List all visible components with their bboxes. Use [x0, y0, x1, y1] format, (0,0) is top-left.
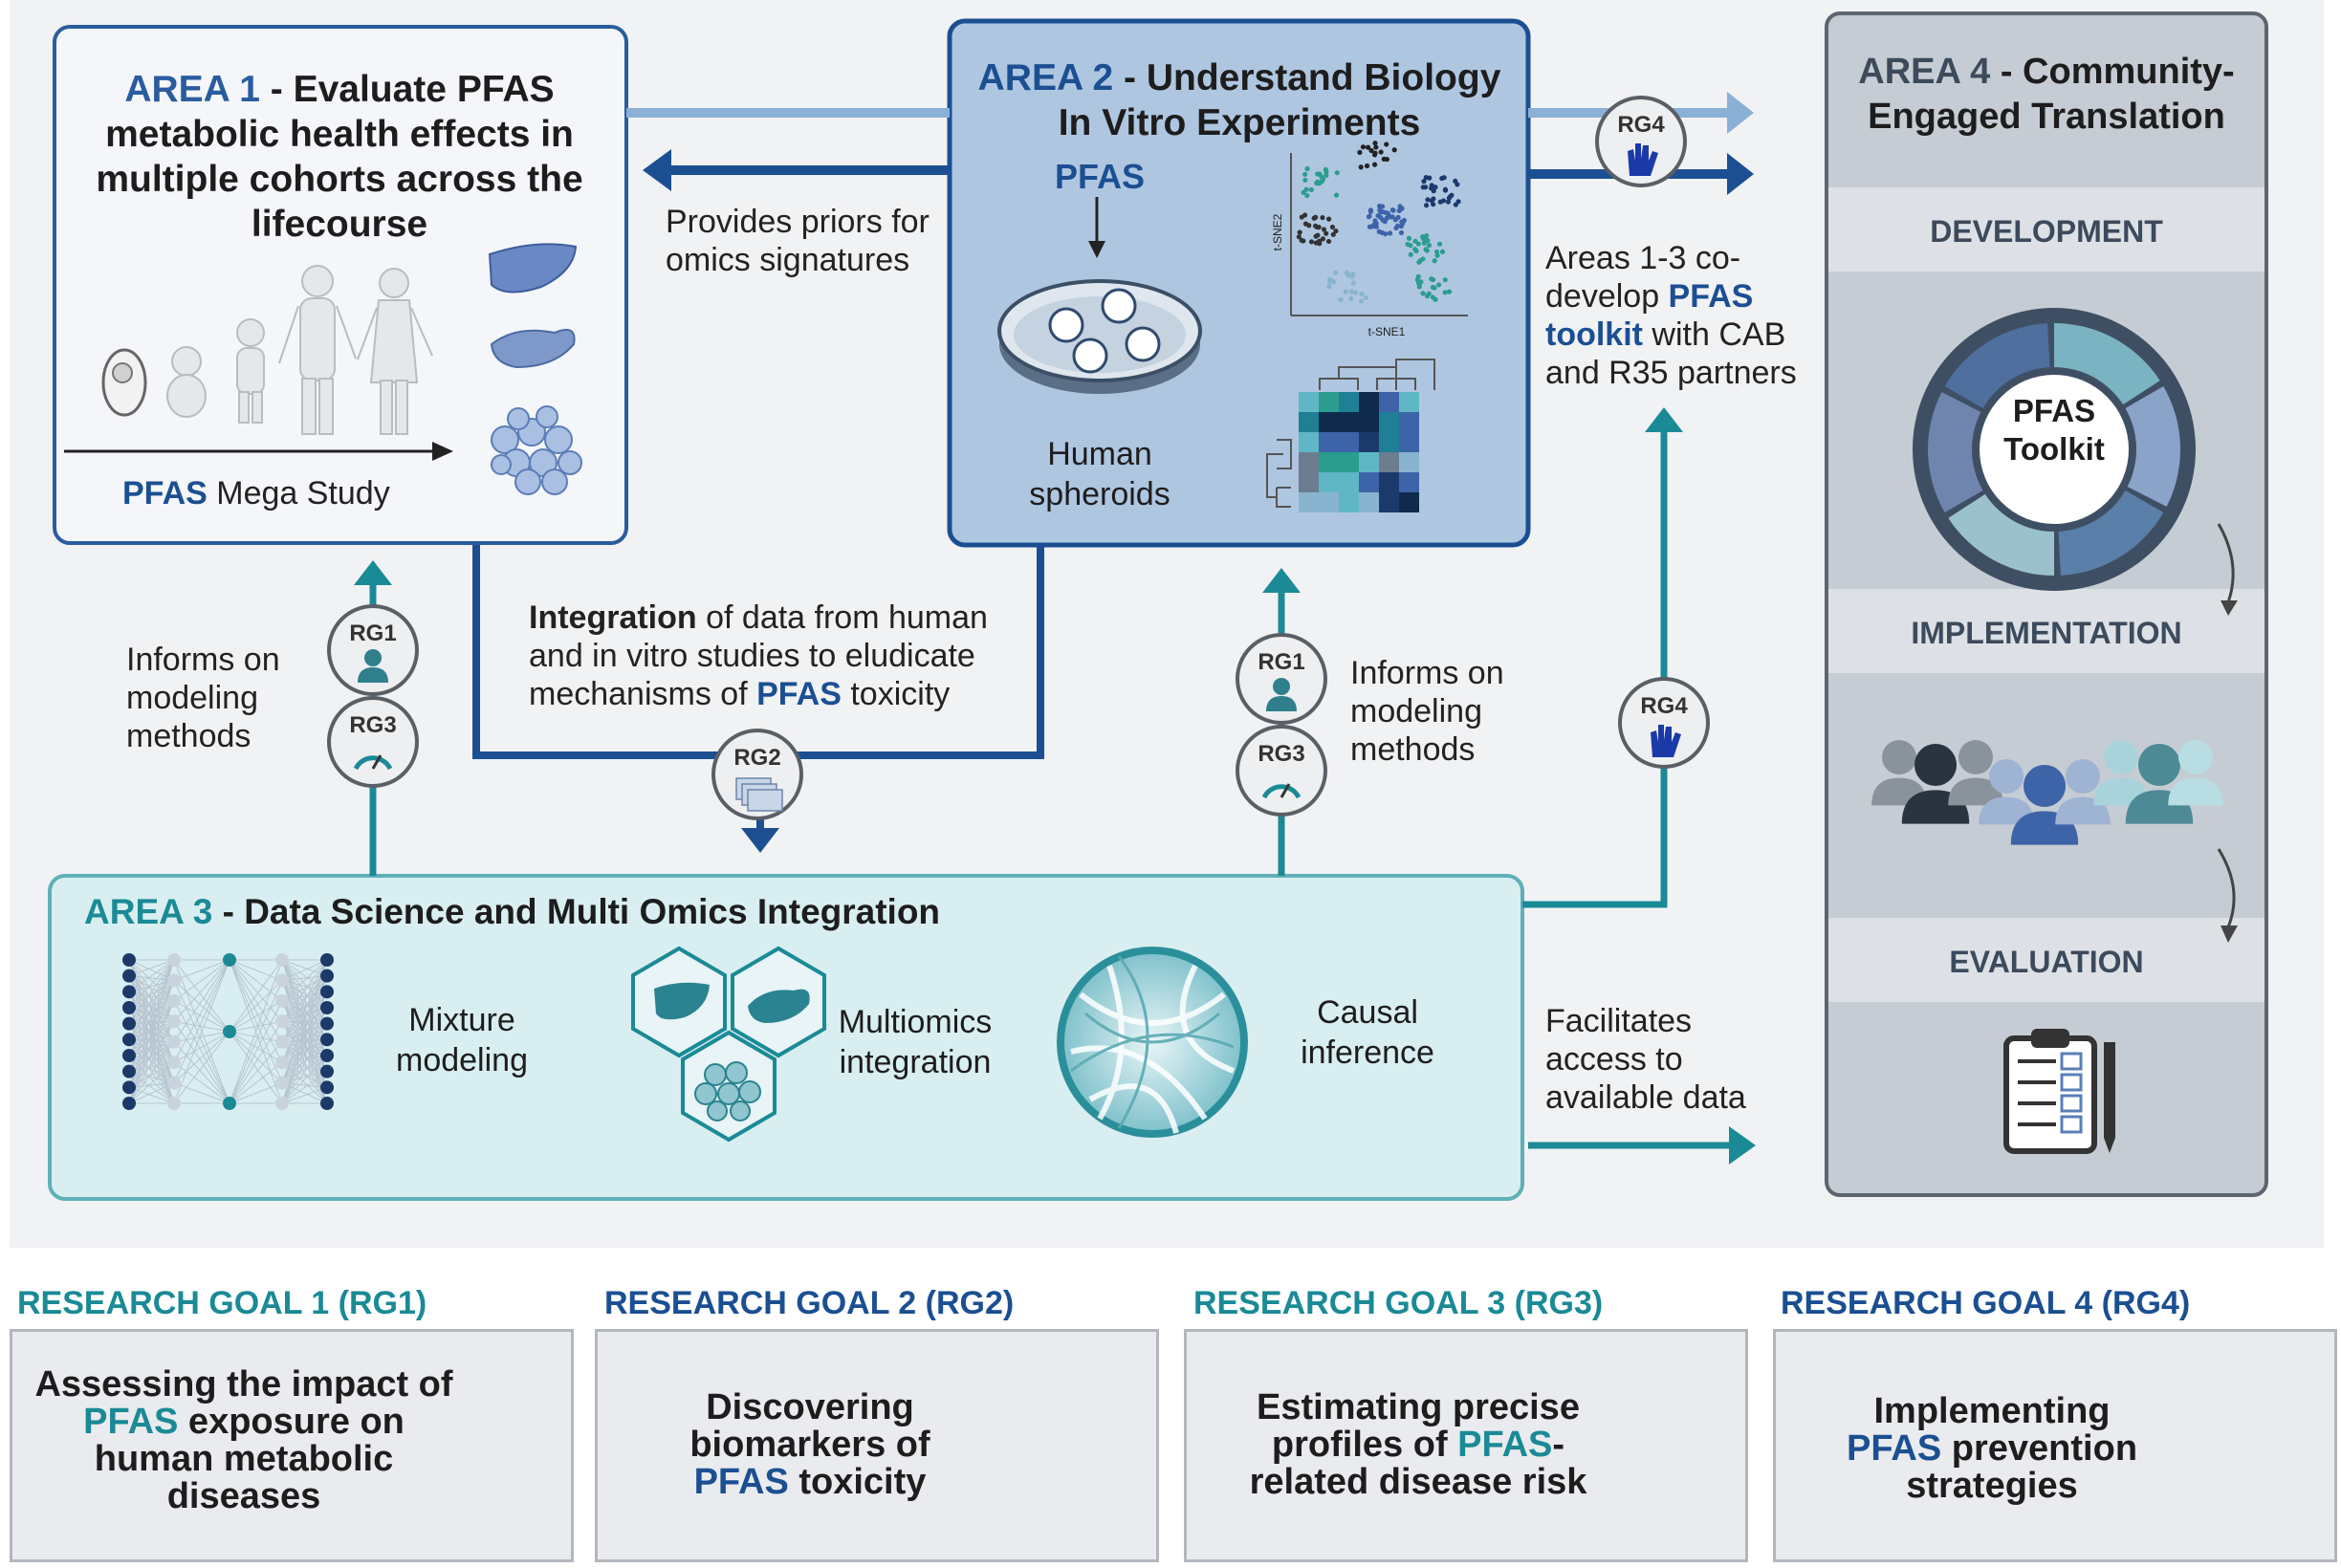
goal3-post: -related disease risk [1249, 1425, 1587, 1502]
arrowhead-a1 [643, 149, 671, 191]
integration-mid: of data from human and in vitro studies … [529, 599, 988, 712]
goal1-pre: Assessing the impact of [34, 1364, 453, 1405]
badge-label: RG3 [349, 712, 396, 738]
codevelop-label: Areas 1-3 co-develop PFAS toolkit with C… [1545, 239, 1823, 392]
rg3-badge: RG3 [1236, 725, 1327, 817]
goal2-post: toxicity [788, 1462, 927, 1502]
goal3-pfas: PFAS [1457, 1425, 1553, 1465]
priors-label: Provides priors for omics signatures [666, 204, 930, 278]
integration-bold: Integration [529, 599, 697, 636]
codevelop-c: with CAB and R35 partners [1545, 316, 1797, 391]
cycle-arrow-2 [2217, 848, 2236, 928]
codevelop-a: Areas 1-3 co-develop [1545, 240, 1741, 315]
integration-label: Integration of data from human and in vi… [529, 599, 1017, 713]
tsne-y-label: t-SNE2 [1271, 213, 1284, 251]
causal-circle-icon [1057, 947, 1248, 1138]
area1-title: AREA 1 - Evaluate PFAS metabolic health … [88, 67, 591, 247]
area1-title-text: - Evaluate PFAS metabolic health effects… [96, 69, 583, 245]
goal1-pfas: PFAS [83, 1402, 179, 1442]
mega-rest: Mega Study [207, 475, 390, 512]
mega-pfas: PFAS [122, 475, 208, 512]
goal1-card: Assessing the impact of PFAS exposure on… [10, 1329, 574, 1562]
area3-title-text: - Data Science and Multi Omics Integrati… [212, 892, 941, 931]
evaluation-label: EVALUATION [1949, 945, 2144, 979]
multiomics-label: Multiomics integration [838, 1004, 993, 1080]
goal4-heading: RESEARCH GOAL 4 (RG4) [1781, 1285, 2191, 1321]
arrowhead-integration [741, 828, 779, 853]
rg1-badge: RG1 [327, 604, 419, 696]
integration-end: toxicity [841, 676, 951, 712]
spheroids-label: Human spheroids [1029, 436, 1170, 512]
facilitates-label: Facilitates access to available data [1545, 1003, 1746, 1116]
goal3-pre: Estimating precise profiles of [1257, 1387, 1580, 1465]
area4-title: AREA 4 - Community-Engaged Translation [1846, 50, 2247, 140]
area2-title-text: - Understand Biology In Vitro Experiment… [1058, 57, 1501, 143]
goal1-post: exposure on human metabolic diseases [94, 1402, 405, 1516]
rg2-badge: RG2 [711, 729, 803, 820]
area2-title: AREA 2 - Understand Biology In Vitro Exp… [966, 55, 1513, 145]
lifecourse-figures-icon [101, 265, 433, 435]
area4-number: AREA 4 [1858, 52, 1991, 92]
badge-label: RG1 [1258, 649, 1304, 675]
integration-pfas: PFAS [756, 676, 842, 712]
connector-a3-toolkit [1522, 430, 1668, 908]
community-people-icon [1871, 740, 2223, 845]
pfas-toolkit-ring [1913, 308, 2196, 591]
area2-pfas: PFAS [1054, 157, 1146, 196]
goal2-card: Discovering biomarkers of PFAS toxicity [595, 1329, 1159, 1562]
goal1-text: Assessing the impact of PFAS exposure on… [33, 1366, 454, 1515]
goal4-text: Implementing PFAS prevention strategies [1831, 1393, 2153, 1505]
tsne-x-label: t-SNE1 [1367, 325, 1406, 338]
heatmap-icon [1266, 359, 1435, 512]
informs-left-label: Informs on modeling methods [126, 642, 280, 754]
development-label: DEVELOPMENT [1930, 214, 2163, 249]
goal3-card: Estimating precise profiles of PFAS-rela… [1184, 1329, 1748, 1562]
cells-icon [491, 405, 582, 495]
rg4-badge: RG4 [1595, 96, 1687, 187]
badge-label: RG2 [733, 745, 780, 771]
organ-hexagons-icon [631, 946, 826, 1143]
goal4-pre: Implementing [1873, 1391, 2111, 1431]
goal2-pfas: PFAS [693, 1462, 789, 1502]
area4-title-text: - Community-Engaged Translation [1868, 52, 2235, 137]
cycle-arrow-1 [2217, 523, 2235, 603]
area3-title: AREA 3 - Data Science and Multi Omics In… [84, 887, 940, 937]
area2-number: AREA 2 [977, 57, 1114, 98]
arrowhead-a4 [1727, 153, 1754, 195]
mixture-label: Mixture modeling [396, 1002, 528, 1078]
clipboard-icon [2003, 1029, 2115, 1154]
toolkit-label: PFAS Toolkit [2003, 393, 2105, 467]
rg1-badge: RG1 [1236, 633, 1327, 725]
arrowhead-light [1727, 92, 1754, 134]
causal-label: Causal inference [1301, 994, 1434, 1071]
goal3-heading: RESEARCH GOAL 3 (RG3) [1193, 1285, 1604, 1321]
badge-label: RG1 [349, 621, 396, 646]
goal2-text: Discovering biomarkers of PFAS toxicity [667, 1389, 953, 1501]
liver-icon [488, 243, 578, 294]
goal4-post: prevention strategies [1906, 1428, 2138, 1506]
area3-number: AREA 3 [84, 892, 213, 931]
area1-number: AREA 1 [124, 69, 260, 110]
badge-label: RG4 [1617, 112, 1665, 138]
informs-right-label: Informs on modeling methods [1350, 655, 1504, 768]
goal4-pfas: PFAS [1846, 1428, 1942, 1469]
petri-dish-icon [997, 279, 1202, 394]
goal4-card: Implementing PFAS prevention strategies [1773, 1329, 2337, 1562]
implementation-label: IMPLEMENTATION [1911, 616, 2182, 650]
pancreas-icon [490, 329, 576, 369]
goal2-heading: RESEARCH GOAL 2 (RG2) [604, 1285, 1015, 1321]
rg4-badge: RG4 [1618, 677, 1710, 769]
badge-label: RG3 [1258, 741, 1304, 767]
mega-study-label: PFAS Mega Study [122, 474, 390, 512]
neural-network-icon [122, 953, 334, 1110]
goal3-text: Estimating precise profiles of PFAS-rela… [1227, 1389, 1609, 1501]
codevelop-toolkit: PFAS toolkit [1545, 278, 1754, 353]
tsne-plot [1290, 141, 1468, 316]
rg3-badge: RG3 [327, 696, 419, 788]
badge-label: RG4 [1640, 693, 1688, 719]
goal2-pre: Discovering biomarkers of [689, 1387, 930, 1465]
goal1-heading: RESEARCH GOAL 1 (RG1) [17, 1285, 427, 1321]
area4-panel [1825, 11, 2268, 1197]
